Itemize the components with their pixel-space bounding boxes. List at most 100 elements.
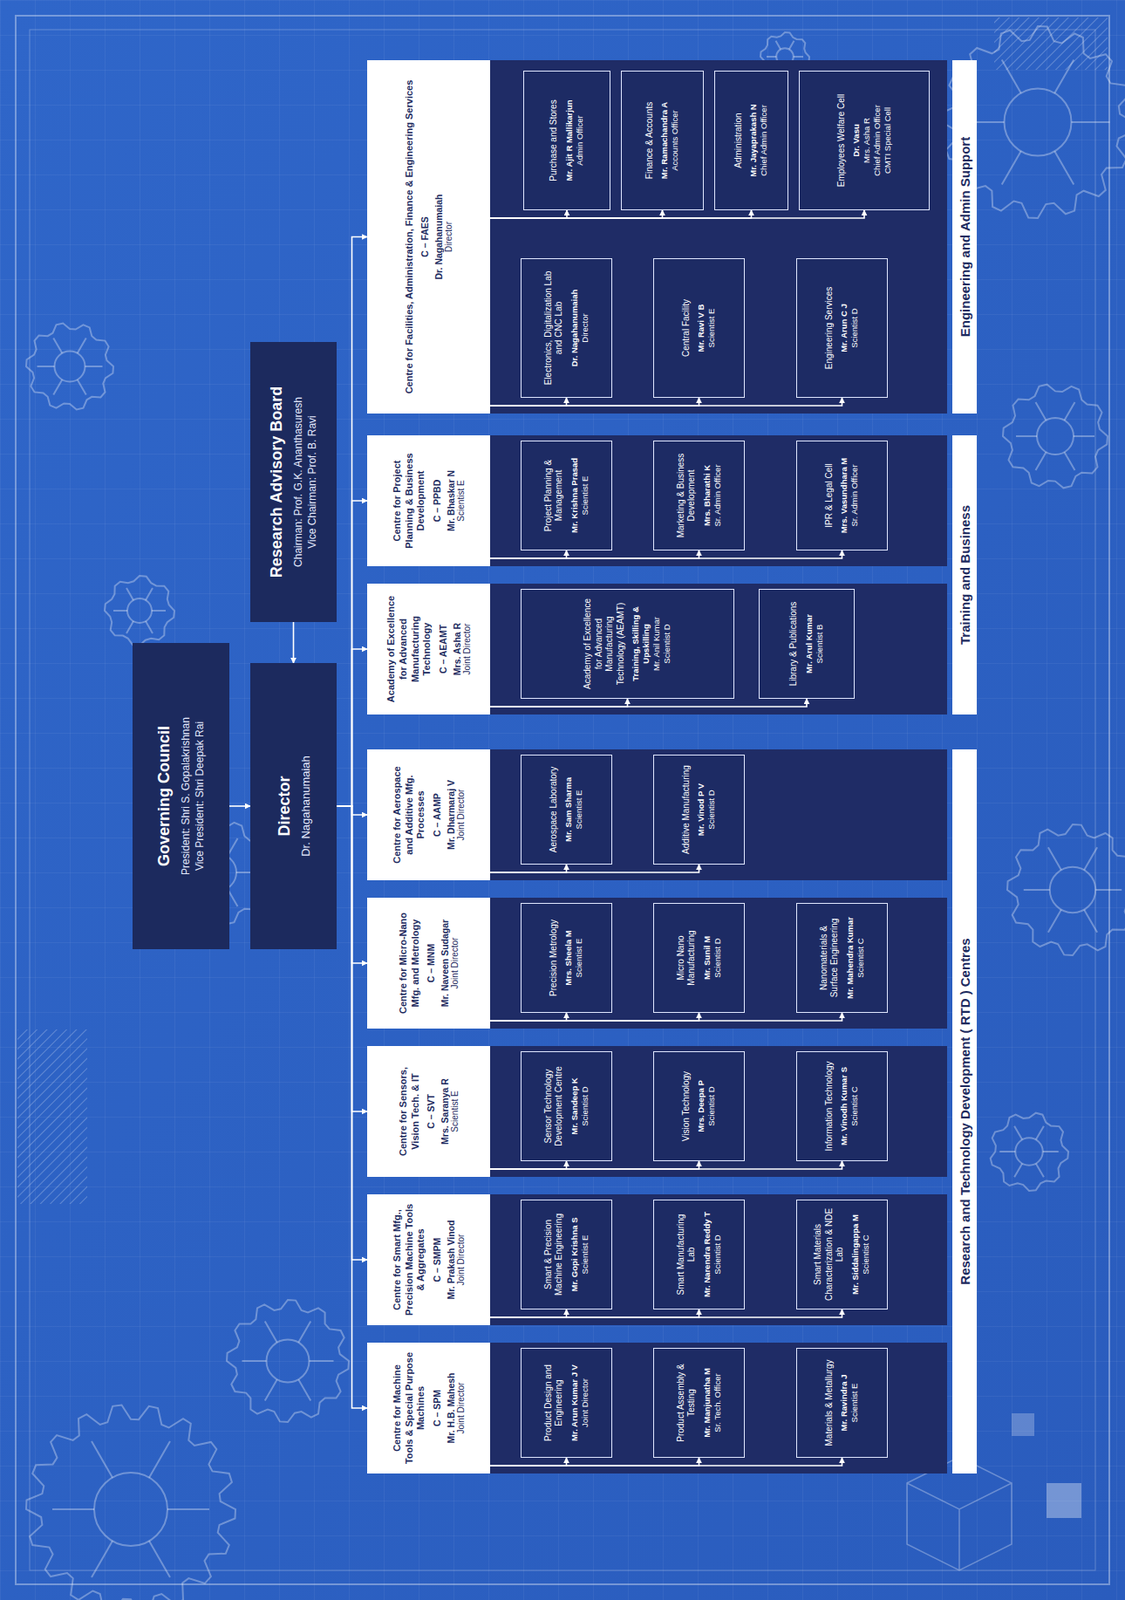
box-title: Finance & Accounts bbox=[644, 102, 656, 179]
box-title: Centre for Machine Tools & Special Purpo… bbox=[391, 1350, 428, 1465]
box-text: Scientist E bbox=[706, 308, 717, 348]
gear-spoke bbox=[1002, 60, 1022, 94]
unit-box: Engineering ServicesMr. Arun C JScientis… bbox=[796, 258, 888, 398]
connector-arrow bbox=[490, 1012, 843, 1021]
connector-arrow bbox=[490, 1457, 843, 1466]
box-text: Mr. Jayaprakash N bbox=[748, 103, 759, 177]
connector-arrow bbox=[490, 397, 567, 406]
box-text: Mr. Ramachandra A bbox=[659, 102, 670, 179]
gear-spoke bbox=[793, 55, 804, 58]
connector-arrow bbox=[229, 804, 251, 807]
gear-spoke bbox=[113, 609, 128, 612]
box-text: Mrs. Vasundhara M bbox=[838, 457, 850, 534]
connector-arrow bbox=[490, 1160, 567, 1169]
box-text: Joint Director bbox=[579, 1377, 591, 1427]
box-text: Mr. Arun C J bbox=[838, 303, 850, 353]
box-text: C – SMPM bbox=[431, 1237, 443, 1282]
unit-box: Smart & Precision Machine EngineeringMr.… bbox=[520, 1199, 613, 1310]
gear-spoke bbox=[53, 379, 62, 395]
box-text: Mr. Dharmaraj V bbox=[445, 779, 457, 850]
gear-hub bbox=[94, 1472, 168, 1546]
box-text: Scientist B bbox=[814, 624, 825, 664]
gear-outline bbox=[1002, 384, 1108, 489]
gear-spoke bbox=[1054, 150, 1074, 185]
box-title: Aerospace Laboratory bbox=[548, 766, 560, 853]
gear-hub bbox=[1015, 1137, 1044, 1166]
centre-header-box: Centre for Project Planning & Business D… bbox=[367, 435, 491, 566]
gear-spoke bbox=[167, 1507, 210, 1510]
box-text: Mr. Prakash Vinod bbox=[445, 1220, 457, 1300]
box-text: Joint Director bbox=[450, 937, 460, 989]
box-text: Scientist E bbox=[450, 1090, 460, 1132]
box-title: IPR & Legal Cell bbox=[824, 463, 836, 527]
box-text: Scientist E bbox=[573, 938, 585, 978]
box-title: Centre for Project Planning & Business D… bbox=[391, 443, 428, 558]
gear-spoke bbox=[1036, 402, 1047, 421]
box-title: Purchase and Stores bbox=[548, 99, 560, 181]
box-title: Library & Publications bbox=[788, 601, 800, 687]
box-text: C – PPBD bbox=[431, 479, 443, 522]
box-title: Smart Materials Characterization & NDE L… bbox=[812, 1206, 846, 1303]
box-text: Director bbox=[443, 221, 454, 253]
box-title: Additive Manufacturing bbox=[681, 764, 693, 854]
box-title: Director bbox=[275, 775, 294, 836]
box-text: Admin Officer bbox=[574, 115, 586, 165]
box-text: Mr. Anil Kumar bbox=[651, 616, 662, 671]
gear-spoke bbox=[999, 1150, 1016, 1153]
box-title: Smart Manufacturing Lab bbox=[675, 1206, 698, 1303]
connector-arrow bbox=[490, 698, 807, 707]
unit-box: Academy of Excellence for Advanced Manuf… bbox=[520, 588, 735, 699]
box-title: Employees Welfare Cell bbox=[836, 94, 848, 188]
connector-arrow bbox=[336, 805, 368, 963]
box-text: Dr. Nagahanumaiah bbox=[433, 193, 444, 280]
box-text: Mr. Ravi V B bbox=[695, 304, 707, 353]
connector-arrow bbox=[490, 210, 865, 219]
box-title: Nanomaterials & Surface Engineering bbox=[818, 909, 841, 1006]
box-text: Mr. Krishna Prasad bbox=[569, 457, 580, 533]
box-title: Smart & Precision Machine Engineering bbox=[543, 1206, 566, 1303]
gear-outline bbox=[990, 1112, 1069, 1191]
unit-box: Product Design and EngineeringMr. Arun K… bbox=[520, 1347, 613, 1458]
box-text: Mr. Bhaskar N bbox=[445, 470, 457, 532]
box-title: Micro Nano Manufacturing bbox=[675, 909, 698, 1006]
director-box: Director Dr. Nagahanumaiah bbox=[250, 662, 337, 949]
connector-arrow bbox=[490, 864, 700, 873]
box-text: Dr. Nagahanumaiah bbox=[299, 755, 313, 857]
gear-spoke bbox=[766, 55, 777, 58]
box-text: Scientist D bbox=[706, 789, 717, 829]
connector-arrow bbox=[490, 210, 567, 219]
box-text: Director bbox=[579, 313, 591, 342]
gear-spoke bbox=[1054, 60, 1074, 94]
gear-spoke bbox=[1073, 435, 1095, 437]
box-title: Sensor Technology Development Centre bbox=[543, 1057, 566, 1154]
box-title: Research Advisory Board bbox=[267, 386, 287, 578]
gear-outline bbox=[104, 575, 175, 646]
gear-hub bbox=[54, 351, 86, 382]
box-text: Mrs. Deepa P bbox=[695, 1079, 707, 1132]
box-text: Scientist D bbox=[712, 937, 723, 977]
box-text: Joint Director bbox=[462, 623, 472, 675]
box-text: Scientist C bbox=[855, 937, 866, 977]
gear-spoke bbox=[1064, 451, 1076, 471]
box-text: Sr. Admin Officer bbox=[849, 463, 860, 526]
gear-spoke bbox=[242, 1359, 267, 1362]
box-title: Training and Business bbox=[957, 504, 973, 645]
gear-spoke bbox=[1043, 1150, 1059, 1153]
box-title: Governing Council bbox=[155, 725, 174, 866]
gear-hub bbox=[266, 1339, 310, 1383]
box-title: Information Technology bbox=[824, 1060, 836, 1151]
box-text: Mr. H.B. Mahesh bbox=[445, 1371, 457, 1443]
gear-spoke bbox=[91, 1540, 113, 1577]
gear-spoke bbox=[91, 1440, 113, 1478]
centre-header-box: Centre for Facilities, Administration, F… bbox=[367, 60, 491, 414]
unit-box: Finance & AccountsMr. Ramachandra AAccou… bbox=[620, 70, 704, 211]
unit-box: Sensor Technology Development CentreMr. … bbox=[520, 1050, 613, 1161]
gear-spoke bbox=[145, 620, 153, 634]
gear-hub bbox=[1004, 88, 1072, 157]
unit-box: Aerospace LaboratoryMr. Sam SharmaScient… bbox=[520, 754, 613, 865]
gear-spoke bbox=[53, 338, 62, 354]
box-text: Mr. Arun Kumar J V bbox=[569, 1363, 580, 1441]
box-text: C – FAES bbox=[419, 216, 430, 258]
unit-box: Vision TechnologyMrs. Deepa PScientist D bbox=[653, 1050, 745, 1161]
unit-box: Product Assembly & TestingMr. Manjunatha… bbox=[653, 1347, 745, 1458]
